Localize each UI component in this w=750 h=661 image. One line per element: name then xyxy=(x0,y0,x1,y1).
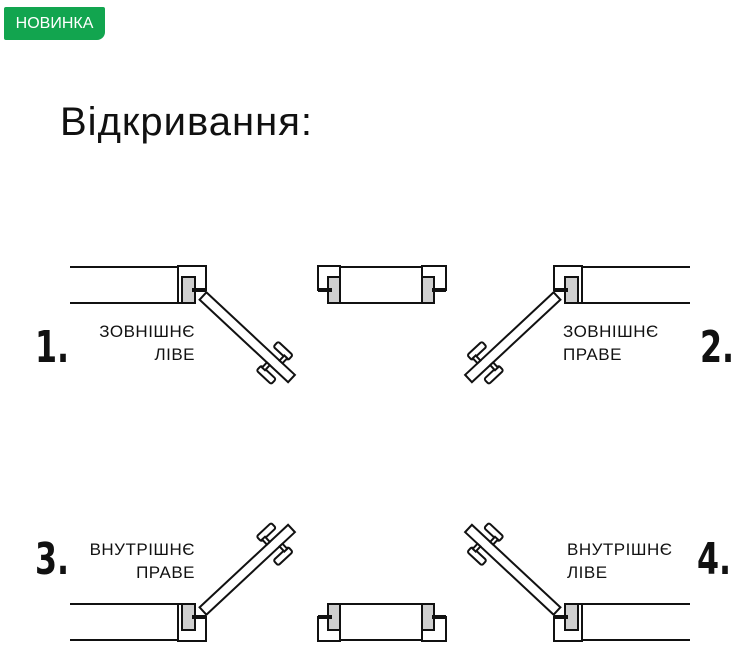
option-4-label: ВНУТРІШНЄ ЛІВЕ xyxy=(567,538,697,584)
option-2-number: 2. xyxy=(700,322,735,373)
option-2-line2: ПРАВЕ xyxy=(563,345,622,364)
diagram-bottom-closed-door xyxy=(317,603,447,642)
option-1-line1: ЗОВНІШНЄ xyxy=(99,322,195,341)
option-3-number: 3. xyxy=(35,534,70,585)
new-badge: НОВИНКА xyxy=(4,7,105,40)
option-4-line1: ВНУТРІШНЄ xyxy=(567,540,673,559)
option-2-label: ЗОВНІШНЄ ПРАВЕ xyxy=(563,320,693,366)
option-1-number: 1. xyxy=(35,322,70,373)
option-3-line2: ПРАВЕ xyxy=(136,563,195,582)
option-4-number: 4. xyxy=(697,534,732,585)
page-title: Відкривання: xyxy=(60,100,313,144)
option-1-label: ЗОВНІШНЄ ЛІВЕ xyxy=(60,320,195,366)
option-3-line1: ВНУТРІШНЄ xyxy=(89,540,195,559)
diagram-top-closed-door xyxy=(317,265,447,304)
option-4-line2: ЛІВЕ xyxy=(567,563,608,582)
option-3-label: ВНУТРІШНЄ ПРАВЕ xyxy=(60,538,195,584)
option-2-line1: ЗОВНІШНЄ xyxy=(563,322,659,341)
option-1-line2: ЛІВЕ xyxy=(154,345,195,364)
